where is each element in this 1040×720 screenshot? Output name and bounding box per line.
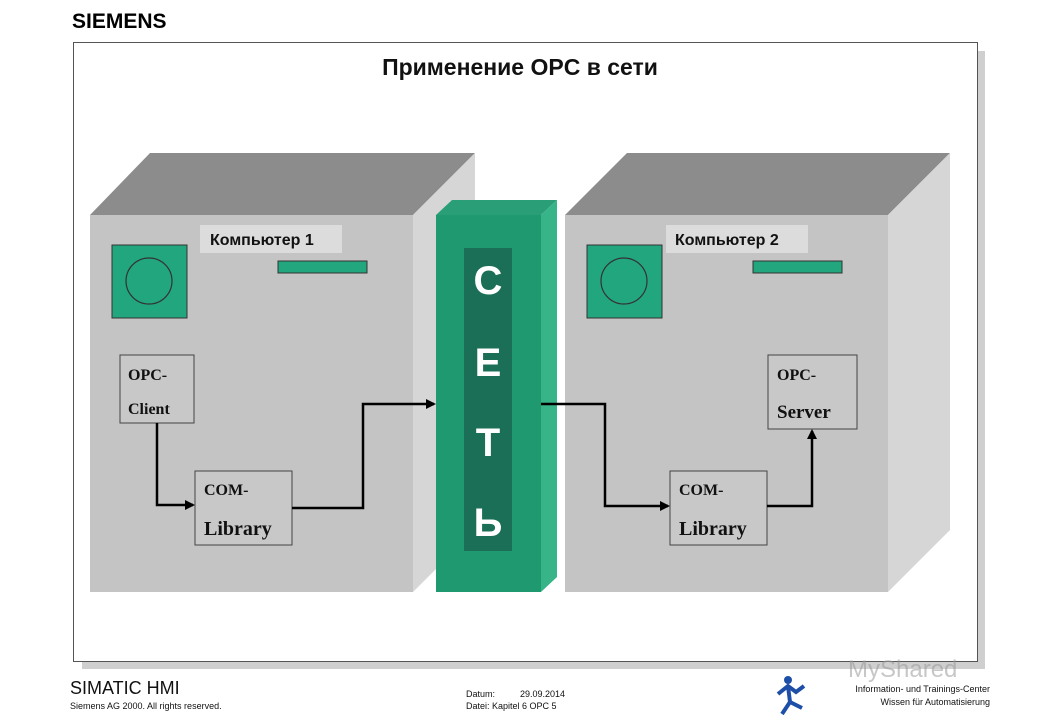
- datei-value: Kapitel 6 OPC 5: [492, 701, 557, 711]
- computer-2-label: Компьютер 2: [675, 232, 779, 249]
- datei-label: Datei:: [466, 701, 490, 711]
- opc-client-line1: OPC-: [128, 367, 167, 384]
- footer-itc: Information- und Trainings-Center Wissen…: [855, 683, 990, 709]
- computer-1-drive-slot: [278, 261, 367, 273]
- computer-1-label: Компьютер 1: [210, 232, 314, 249]
- computer-1: Компьютер 1 OPC- Client COM- Library: [90, 153, 475, 592]
- opc-server-line2: Server: [777, 402, 831, 423]
- network-letter-1: С: [474, 259, 503, 303]
- network-letter-4: Ь: [474, 501, 503, 545]
- footer-product: SIMATIC HMI: [70, 678, 180, 699]
- network-column: С Е Т Ь: [436, 200, 557, 592]
- network-letter-2: Е: [475, 341, 502, 385]
- computer-2: Компьютер 2 OPC- Server COM- Library: [565, 153, 950, 592]
- opc-server-line1: OPC-: [777, 367, 816, 384]
- computer-1-power-icon: [126, 258, 172, 304]
- computer-2-power-icon: [601, 258, 647, 304]
- com-library-2-line1: COM-: [679, 482, 723, 499]
- itc-logo-icon: [774, 674, 810, 718]
- itc-line-2: Wissen für Automatisierung: [855, 696, 990, 709]
- datum-label: Datum:: [466, 688, 520, 700]
- computer-2-side: [888, 153, 950, 592]
- computer-2-top: [565, 153, 950, 215]
- network-side: [541, 200, 557, 592]
- com-library-1-line1: COM-: [204, 482, 248, 499]
- footer-copyright: Siemens AG 2000. All rights reserved.: [70, 701, 222, 711]
- itc-line-1: Information- und Trainings-Center: [855, 683, 990, 696]
- footer-file-info: Datum:29.09.2014 Datei: Kapitel 6 OPC 5: [466, 688, 565, 712]
- computer-1-top: [90, 153, 475, 215]
- network-letter-3: Т: [476, 421, 500, 465]
- computer-2-drive-slot: [753, 261, 842, 273]
- network-top: [436, 200, 557, 215]
- com-library-1-line2: Library: [204, 518, 272, 540]
- watermark: MyShared: [848, 656, 957, 684]
- com-library-2-line2: Library: [679, 518, 747, 540]
- datum-value: 29.09.2014: [520, 689, 565, 699]
- opc-client-line2: Client: [128, 401, 170, 418]
